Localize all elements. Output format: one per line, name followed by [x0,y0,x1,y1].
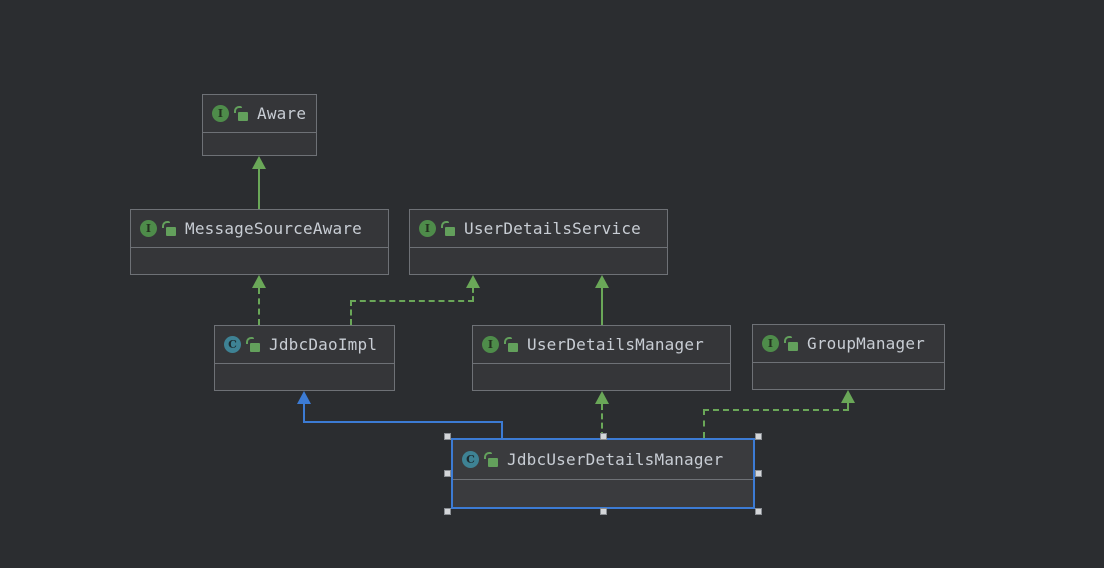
relation-arrow-extends-aware [252,156,266,169]
unlocked-padlock-icon [441,221,455,236]
node-title: GroupManager [807,334,925,353]
interface-icon: I [762,335,779,352]
uml-node-user-details-manager[interactable]: I UserDetailsManager [472,325,731,391]
relation-line-implements-group-manager-vertical[interactable] [703,409,705,438]
handle-middle-left[interactable] [444,470,451,477]
relation-line-implements-message-source-aware[interactable] [258,288,260,325]
node-members-compartment [131,248,388,276]
relation-line-implements-user-details-manager[interactable] [601,404,603,438]
uml-node-message-source-aware[interactable]: I MessageSourceAware [130,209,389,275]
handle-top-left[interactable] [444,433,451,440]
node-header: I UserDetailsManager [473,326,730,364]
uml-node-group-manager[interactable]: I GroupManager [752,324,945,390]
node-header: C JdbcUserDetailsManager [453,440,753,480]
relation-line-implements-group-manager-horizontal[interactable] [703,409,849,411]
node-members-compartment [203,133,316,161]
node-members-compartment [215,364,394,392]
relation-line-implements-group-manager-riser[interactable] [847,403,849,410]
node-title: UserDetailsManager [527,335,704,354]
handle-middle-right[interactable] [755,470,762,477]
relation-arrow-implements-group-manager [841,390,855,403]
relation-line-implements-user-details-service-riser[interactable] [472,288,474,301]
node-title: UserDetailsService [464,219,641,238]
interface-icon: I [482,336,499,353]
uml-node-jdbc-user-details-manager[interactable]: C JdbcUserDetailsManager [451,438,755,509]
relation-arrow-implements-user-details-manager [595,391,609,404]
node-title: JdbcDaoImpl [269,335,378,354]
relation-line-extends-aware[interactable] [258,168,260,209]
node-members-compartment [410,248,667,276]
interface-icon: I [419,220,436,237]
class-icon: C [462,451,479,468]
relation-arrow-implements-message-source-aware [252,275,266,288]
node-members-compartment [453,480,753,508]
unlocked-padlock-icon [162,221,176,236]
handle-top-center[interactable] [600,433,607,440]
relation-line-extends-user-details-service[interactable] [601,288,603,325]
handle-bottom-center[interactable] [600,508,607,515]
relation-line-extends-jdbc-dao-impl-riser[interactable] [303,404,305,422]
handle-bottom-left[interactable] [444,508,451,515]
handle-top-right[interactable] [755,433,762,440]
unlocked-padlock-icon [484,452,498,467]
node-members-compartment [753,363,944,391]
uml-node-jdbc-dao-impl[interactable]: C JdbcDaoImpl [214,325,395,391]
interface-icon: I [140,220,157,237]
node-title: Aware [257,104,307,123]
node-header: I UserDetailsService [410,210,667,248]
node-title: JdbcUserDetailsManager [507,450,724,469]
node-header: I MessageSourceAware [131,210,388,248]
class-icon: C [224,336,241,353]
node-header: C JdbcDaoImpl [215,326,394,364]
relation-line-extends-jdbc-dao-impl-horizontal[interactable] [303,421,503,423]
relation-arrow-extends-user-details-service [595,275,609,288]
relation-arrow-extends-jdbc-dao-impl [297,391,311,404]
relation-line-implements-user-details-service-vertical[interactable] [350,300,352,325]
unlocked-padlock-icon [784,336,798,351]
relation-line-extends-jdbc-dao-impl-vertical[interactable] [501,421,503,440]
node-title: MessageSourceAware [185,219,362,238]
unlocked-padlock-icon [246,337,260,352]
node-header: I GroupManager [753,325,944,363]
node-header: I Aware [203,95,316,133]
interface-icon: I [212,105,229,122]
relation-line-implements-user-details-service-horizontal[interactable] [350,300,474,302]
uml-node-user-details-service[interactable]: I UserDetailsService [409,209,668,275]
node-members-compartment [473,364,730,392]
handle-bottom-right[interactable] [755,508,762,515]
unlocked-padlock-icon [504,337,518,352]
uml-node-aware[interactable]: I Aware [202,94,317,156]
relation-arrow-implements-user-details-service [466,275,480,288]
unlocked-padlock-icon [234,106,248,121]
